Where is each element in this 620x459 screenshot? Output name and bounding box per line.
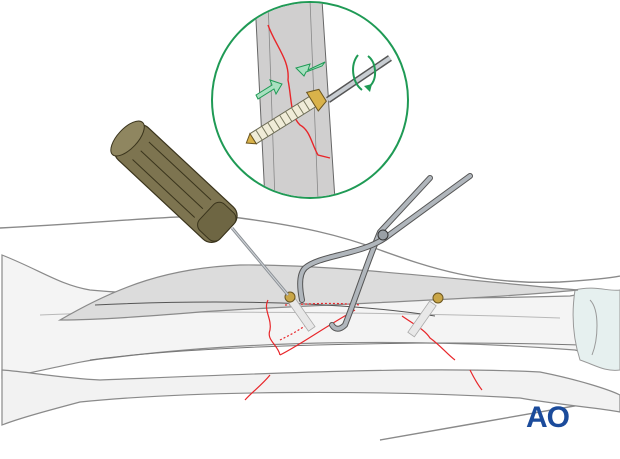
ao-logo-text: AO	[526, 401, 570, 434]
reduction-forceps	[297, 173, 473, 332]
plate	[57, 264, 579, 321]
wrist-bones	[572, 287, 620, 371]
screwdriver	[110, 120, 290, 296]
second-screw	[407, 292, 444, 338]
detail-inset	[211, 1, 409, 199]
ao-logo: AO	[526, 402, 582, 434]
bone-edge	[94, 301, 436, 317]
fracture-lines	[244, 299, 483, 401]
